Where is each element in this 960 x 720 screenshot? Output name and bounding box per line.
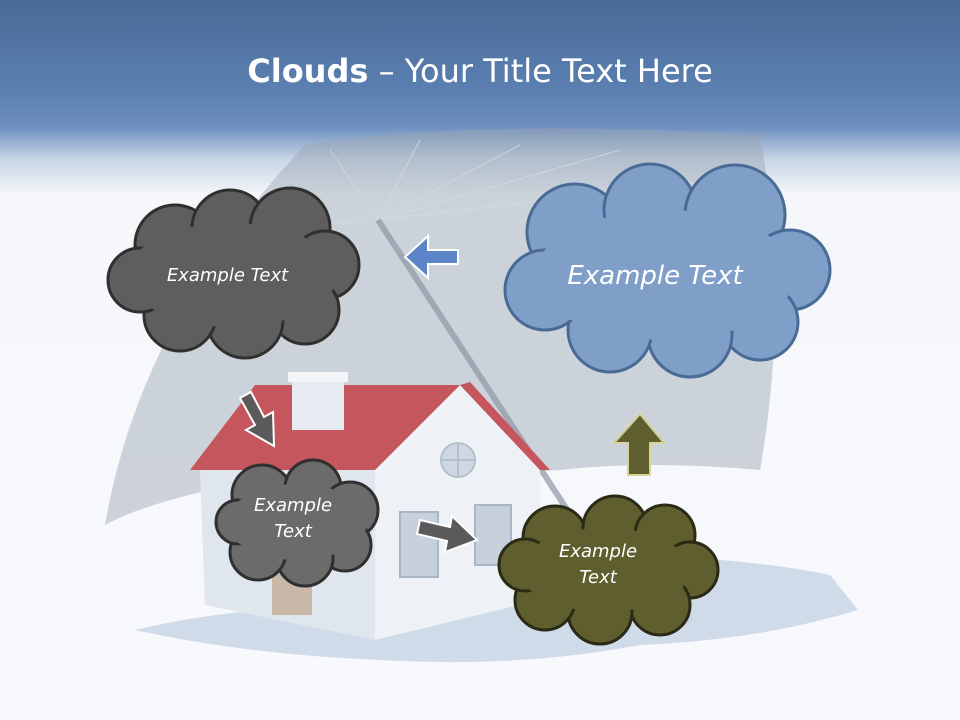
cloud-middle-left-text: Example Text <box>228 493 358 545</box>
cloud-top-right-text: Example Text <box>567 261 743 291</box>
umbrella-shaft <box>375 218 603 562</box>
cloud-bottom-right-shape <box>497 494 720 646</box>
arrow-left-blue <box>403 233 459 281</box>
title-rest: Your Title Text Here <box>404 52 713 90</box>
cloud-middle-left-line1: Example <box>253 495 333 516</box>
title-dash: – <box>368 52 405 90</box>
title-bold: Clouds <box>247 52 369 90</box>
cloud-middle-left-shape <box>214 458 380 588</box>
arrow-right-gray <box>415 513 479 554</box>
cloud-top-left-shape <box>106 186 361 360</box>
cloud-middle-left-line2: Text <box>274 521 312 543</box>
cloud-bottom-right-line1: Example <box>558 541 638 562</box>
cloud-bottom-right-text: Example Text <box>533 539 663 591</box>
cloud-top-right-shape <box>503 162 832 379</box>
slide-title[interactable]: Clouds – Your Title Text Here <box>0 52 960 90</box>
header-band <box>0 0 960 195</box>
cloud-top-left-text: Example Text <box>166 265 289 286</box>
arrow-down-gray <box>238 390 276 448</box>
cloud-bottom-right-line2: Text <box>579 567 617 589</box>
